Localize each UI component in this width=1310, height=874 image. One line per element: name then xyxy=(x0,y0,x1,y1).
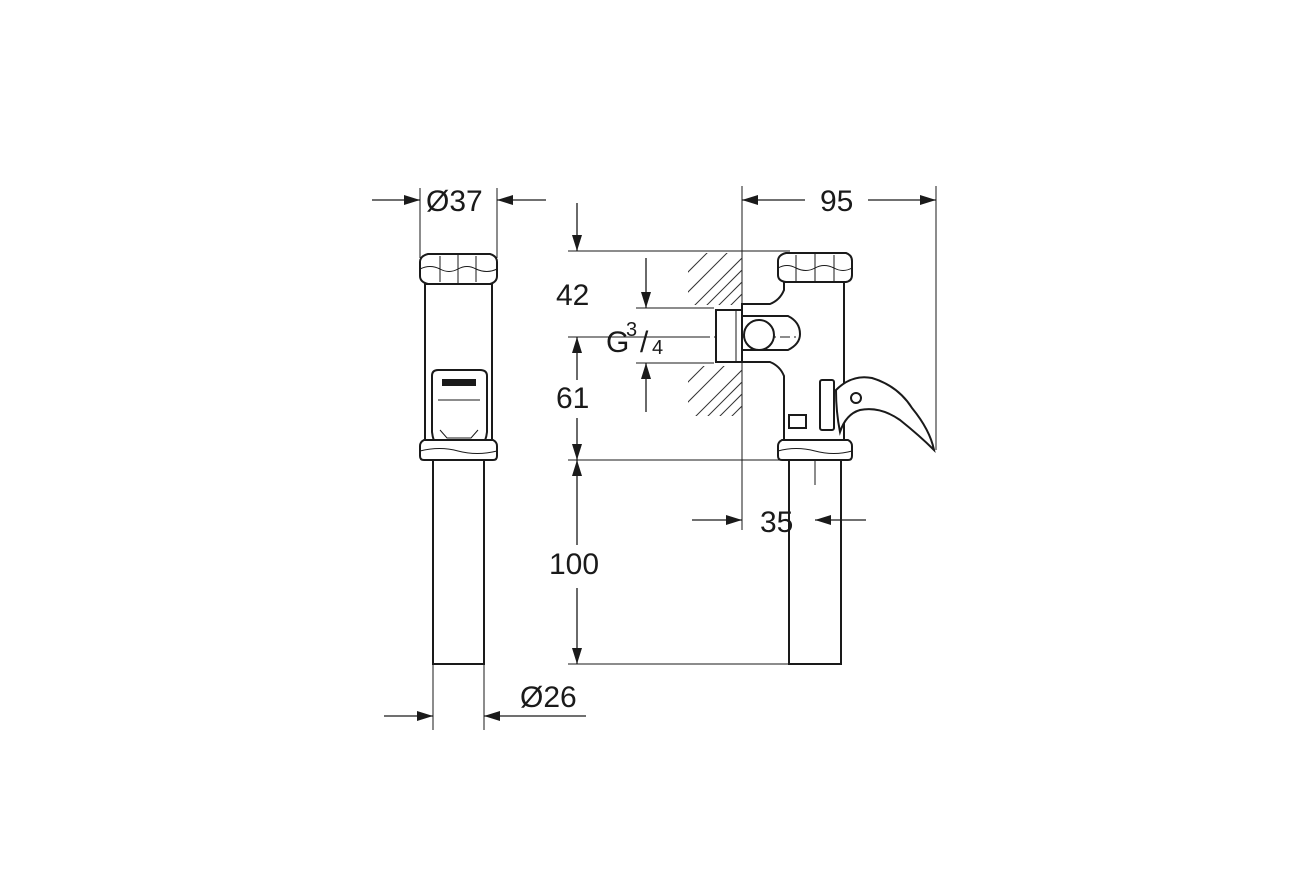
dim-upper-height: 42 xyxy=(556,279,589,312)
dim-thread-main: G xyxy=(606,326,629,359)
dim-wall-offset: 35 xyxy=(760,506,793,539)
dim-bottom-diameter: Ø26 xyxy=(520,681,577,714)
dim-thread-slash: / xyxy=(640,326,649,359)
dim-width-total: 95 xyxy=(820,185,853,218)
dim-middle-height: 61 xyxy=(556,382,589,415)
dim-pipe-length: 100 xyxy=(549,548,599,581)
dim-thread-sub: 4 xyxy=(652,337,663,359)
wall-hatching xyxy=(688,253,742,416)
front-view: Ø37 Ø26 xyxy=(372,185,586,730)
side-view: 95 42 61 100 G 3 / 4 xyxy=(549,185,937,665)
dim-thread-sup: 3 xyxy=(626,319,637,341)
dim-top-diameter: Ø37 xyxy=(426,185,483,218)
